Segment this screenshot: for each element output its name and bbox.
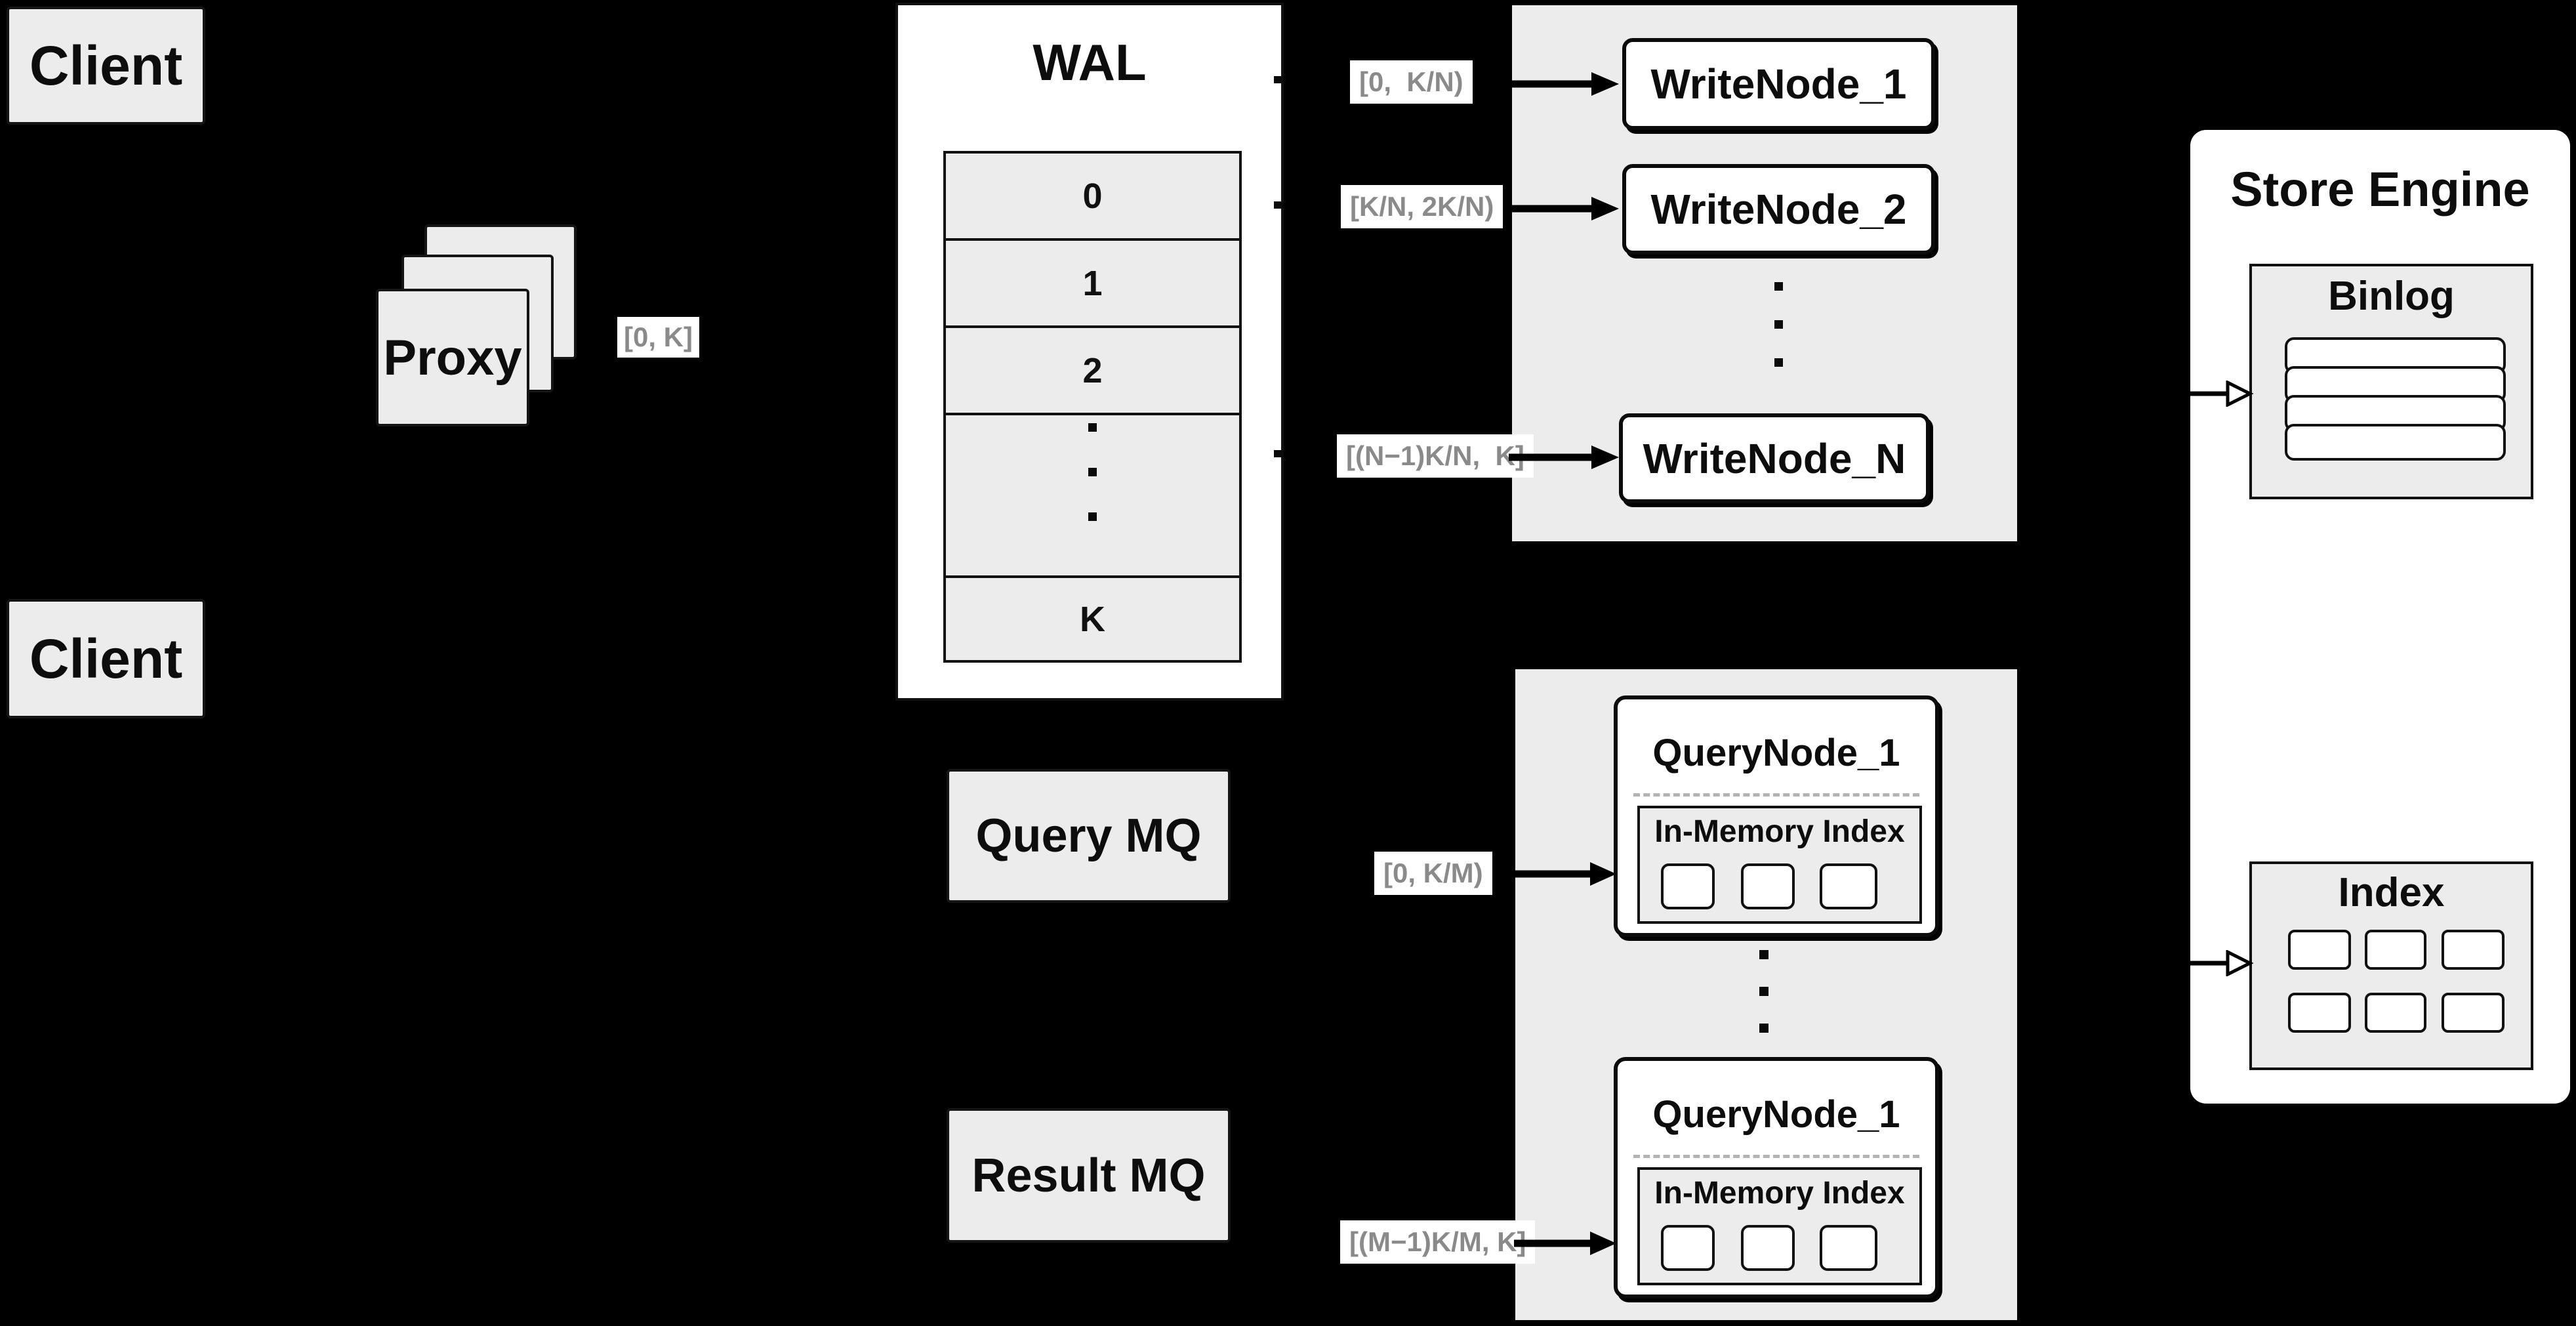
wal-out-arrow-stub <box>1274 450 1284 457</box>
binlog-title: Binlog <box>2328 274 2455 319</box>
in-memory-index-title: In-Memory Index <box>1654 814 1905 849</box>
query-node-bottom: QueryNode_1 In-Memory Index <box>1614 1057 1939 1298</box>
query-mq-box: Query MQ <box>947 769 1231 903</box>
write-node-1: WriteNode_1 <box>1622 38 1935 130</box>
write-node-n: WriteNode_N <box>1619 413 1930 503</box>
wal-row-k: K <box>946 578 1239 660</box>
result-mq-box: Result MQ <box>947 1108 1231 1243</box>
client-top-label: Client <box>29 34 183 96</box>
write-range-label-2: [K/N, 2K/N) <box>1341 185 1503 229</box>
query-mq-label: Query MQ <box>975 810 1202 862</box>
query-ellipsis-dot <box>1759 1024 1768 1033</box>
store-engine-container: Store Engine Binlog Index <box>2190 130 2570 1104</box>
hollow-arrow-right-icon <box>2188 950 2254 976</box>
arrow-right-icon <box>1509 72 1619 96</box>
index-slot <box>1741 863 1795 909</box>
client-box-bottom: Client <box>7 599 205 718</box>
index-slot <box>1820 863 1877 909</box>
wal-table: 0 1 2 K <box>943 151 1242 663</box>
index-panel: Index <box>2249 861 2533 1070</box>
index-slot <box>1741 1225 1795 1271</box>
proxy-box: Proxy <box>376 289 529 426</box>
index-title: Index <box>2338 870 2445 915</box>
arrow-right-icon <box>1509 197 1619 220</box>
client-box-top: Client <box>7 7 205 125</box>
wal-ellipsis-dot <box>1088 512 1097 521</box>
write-node-2: WriteNode_2 <box>1622 164 1935 255</box>
query-ellipsis-dot <box>1759 950 1768 959</box>
arrow-right-icon <box>1514 862 1616 886</box>
write-node-1-label: WriteNode_1 <box>1650 60 1907 108</box>
query-range-label-1: [0, K/M) <box>1374 852 1492 896</box>
proxy-range-label: [0, K] <box>617 317 699 358</box>
index-cell <box>2365 930 2426 970</box>
wal-out-arrow-stub <box>1274 76 1284 83</box>
index-cell <box>2365 993 2426 1033</box>
dashed-divider <box>1633 793 1919 797</box>
query-range-label-m: [(M−1)K/M, K] <box>1340 1220 1536 1264</box>
wal-title: WAL <box>1032 33 1147 91</box>
wal-row-2: 2 <box>946 328 1239 415</box>
proxy-label: Proxy <box>383 329 522 386</box>
index-cell <box>2288 993 2351 1033</box>
arrow-right-icon <box>1509 445 1619 469</box>
in-memory-index-panel: In-Memory Index <box>1637 806 1922 924</box>
dashed-divider <box>1633 1155 1919 1158</box>
index-slot <box>1661 1225 1715 1271</box>
index-slot <box>1820 1225 1877 1271</box>
wal-out-arrow-stub <box>1274 201 1284 209</box>
wal-row-ellipsis <box>946 415 1239 578</box>
query-node-top-title: QueryNode_1 <box>1652 732 1900 774</box>
write-ellipsis-dot <box>1774 358 1783 367</box>
in-memory-index-title: In-Memory Index <box>1654 1176 1905 1211</box>
query-node-top: QueryNode_1 In-Memory Index <box>1614 695 1939 937</box>
write-ellipsis-dot <box>1774 282 1783 291</box>
wal-ellipsis-dot <box>1088 468 1097 476</box>
write-node-2-label: WriteNode_2 <box>1650 186 1907 233</box>
write-range-label-1: [0, K/N) <box>1350 60 1473 104</box>
index-slot <box>1661 863 1715 909</box>
write-node-n-label: WriteNode_N <box>1643 434 1906 482</box>
query-node-bottom-title: QueryNode_1 <box>1652 1093 1900 1136</box>
index-cell <box>2288 930 2351 970</box>
write-range-label-n: [(N−1)K/N, K] <box>1337 434 1534 478</box>
index-cell <box>2442 993 2504 1033</box>
arrow-right-icon <box>1514 1232 1616 1255</box>
index-cell <box>2442 930 2504 970</box>
client-bottom-label: Client <box>29 627 183 690</box>
wal-ellipsis-dot <box>1088 423 1097 432</box>
store-engine-title: Store Engine <box>2230 162 2530 217</box>
hollow-arrow-right-icon <box>2188 381 2254 407</box>
wal-row-0: 0 <box>946 154 1239 241</box>
result-mq-label: Result MQ <box>971 1149 1206 1202</box>
wal-row-1: 1 <box>946 241 1239 328</box>
binlog-row <box>2285 424 2506 461</box>
write-ellipsis-dot <box>1774 320 1783 329</box>
binlog-panel: Binlog <box>2249 264 2533 499</box>
query-ellipsis-dot <box>1759 987 1768 996</box>
in-memory-index-panel: In-Memory Index <box>1637 1167 1922 1285</box>
